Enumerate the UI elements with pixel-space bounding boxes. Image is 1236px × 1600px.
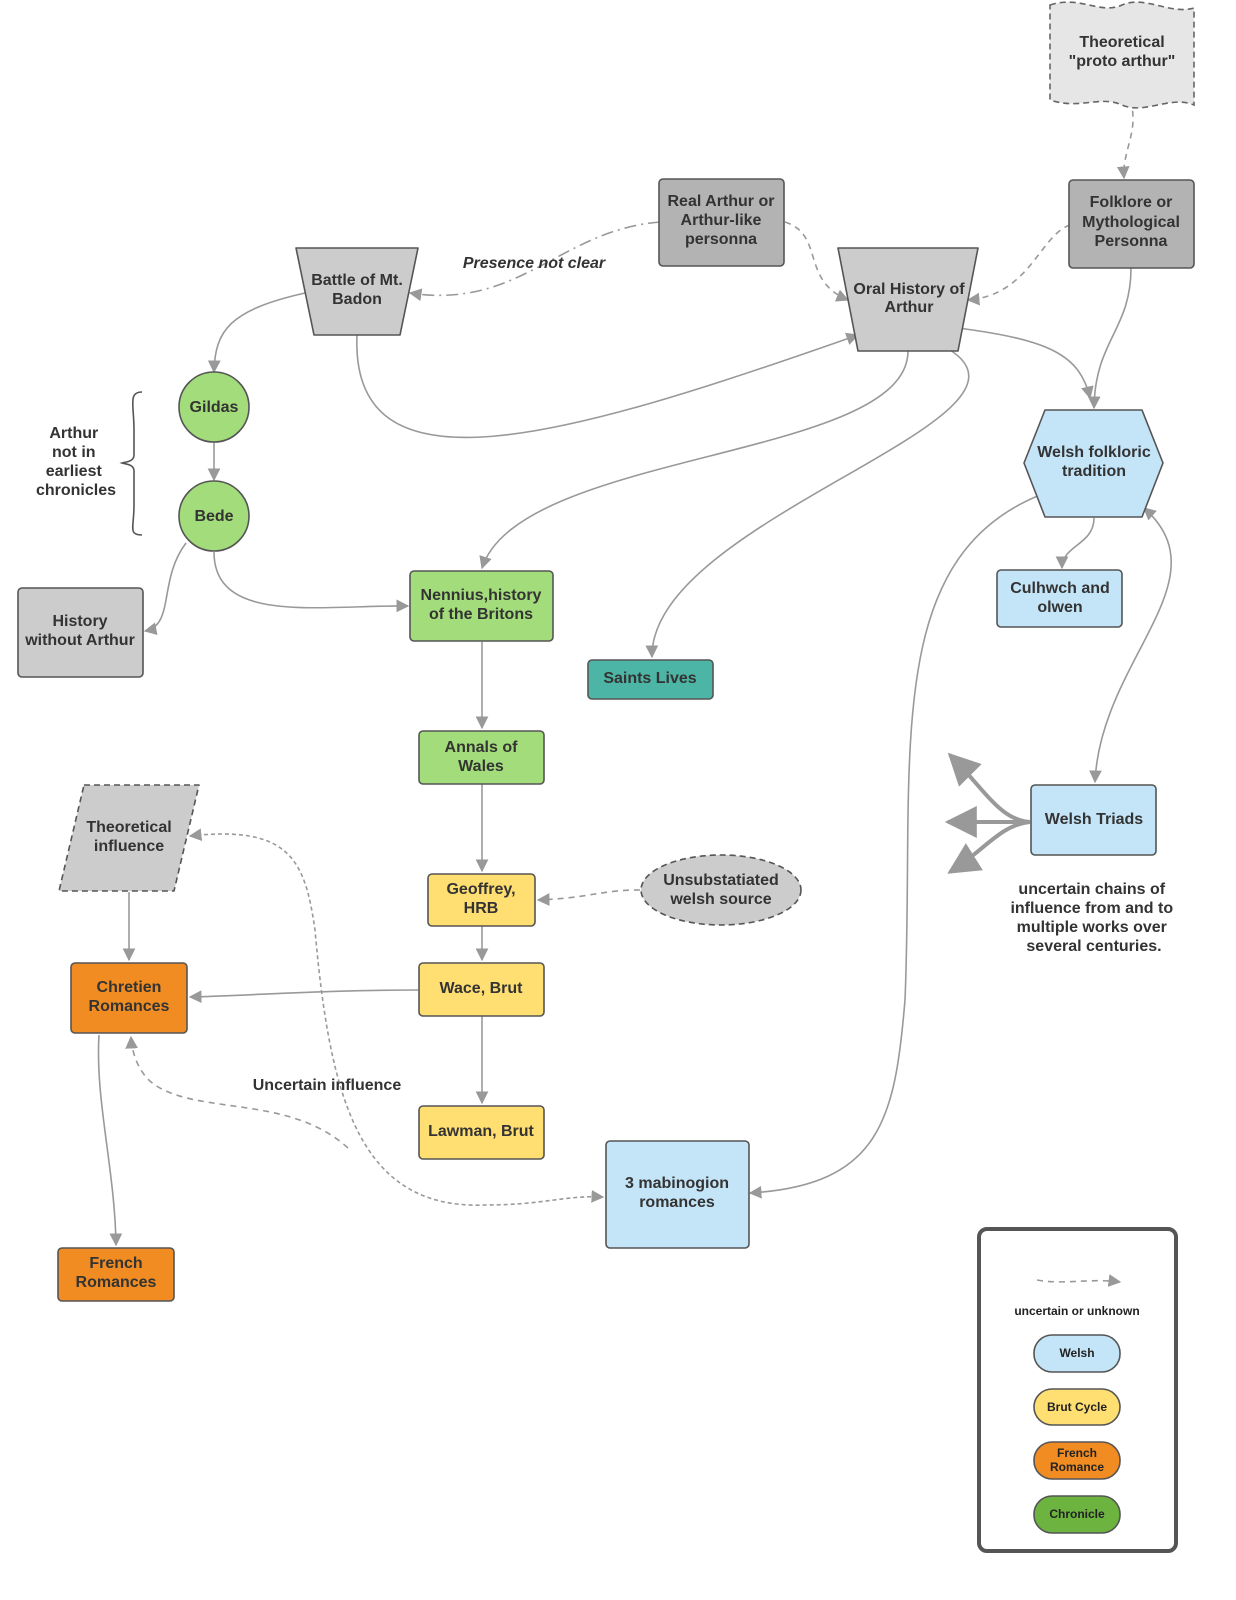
node-label: Battle of Mt.Badon <box>311 272 403 308</box>
edges <box>97 99 1173 1247</box>
edge-folklore-to-welsh <box>1087 267 1132 410</box>
edge-welsh-to-mabinogion <box>748 494 1041 1199</box>
legend-chronicle: Chronicle <box>1033 1495 1121 1534</box>
edge-battle-to-oral <box>356 332 860 439</box>
node-proto-arthur[interactable]: Theoretical"proto arthur" <box>1049 1 1195 109</box>
triads-fan <box>944 752 1031 874</box>
legend-dashed-label: uncertain or unknown <box>1014 1304 1139 1318</box>
node-label: Geoffrey,HRB <box>446 881 515 917</box>
node-gildas[interactable]: Gildas <box>178 371 250 443</box>
edge-theoretical-mabinogion <box>188 828 605 1206</box>
legend-welsh: Welsh <box>1033 1334 1121 1373</box>
edge-wace-to-chretien <box>188 989 419 1004</box>
edge-welsh-to-culhwch <box>1055 517 1095 570</box>
annotation-presence: Presence not clear <box>463 255 606 272</box>
node-label: Theoretical"proto arthur" <box>1069 34 1176 70</box>
node-label: Gildas <box>190 399 239 416</box>
svg-text:Chronicle: Chronicle <box>1049 1507 1105 1521</box>
node-label: Lawman, Brut <box>428 1123 534 1140</box>
node-label: Bede <box>194 508 233 525</box>
brace <box>119 391 143 536</box>
node-battle-of-badon[interactable]: Battle of Mt.Badon <box>295 247 419 336</box>
node-label: Welsh Triads <box>1045 811 1144 828</box>
edge-folklore-to-oral <box>966 224 1071 306</box>
edge-bede-to-nennius <box>213 551 410 613</box>
node-welsh-triads[interactable]: Welsh Triads <box>1030 784 1157 856</box>
edge-battle-to-gildas <box>207 292 306 374</box>
edge-triads-welsh <box>1089 507 1173 784</box>
node-wace-brut[interactable]: Wace, Brut <box>418 962 545 1017</box>
legend-brut-cycle: Brut Cycle <box>1033 1388 1121 1426</box>
edge-oral-to-welsh <box>957 327 1094 400</box>
edge-real-to-battle <box>408 221 661 302</box>
edge-unsub-to-geoffrey <box>536 889 641 906</box>
legend: uncertain or unknown Welsh Brut Cycle Fr… <box>977 1227 1178 1553</box>
svg-text:Welsh: Welsh <box>1059 1346 1094 1360</box>
edge-oral-to-saints <box>645 349 970 659</box>
edge-uncertain-to-chretien <box>125 1035 349 1149</box>
annotation-uncertain-influence: Uncertain influence <box>253 1077 402 1094</box>
svg-text:Brut Cycle: Brut Cycle <box>1047 1400 1107 1414</box>
node-geoffrey-hrb[interactable]: Geoffrey,HRB <box>427 873 536 927</box>
edge-oral-to-nennius <box>479 349 909 570</box>
annotation-not-in-chronicles: Arthur not in earliest chronicles <box>36 425 116 499</box>
node-label: Saints Lives <box>603 670 696 687</box>
node-saints-lives[interactable]: Saints Lives <box>587 659 714 700</box>
edge-bede-to-history <box>143 542 187 635</box>
edge-real-to-oral <box>784 221 850 302</box>
node-lawman-brut[interactable]: Lawman, Brut <box>418 1105 545 1160</box>
node-label: Wace, Brut <box>440 980 524 997</box>
node-bede[interactable]: Bede <box>178 480 250 552</box>
edge-chretien-to-french <box>97 1034 123 1247</box>
annotation-uncertain-chains: uncertain chains of influence from and t… <box>1010 881 1177 955</box>
edge-proto-to-folklore <box>1116 99 1134 180</box>
